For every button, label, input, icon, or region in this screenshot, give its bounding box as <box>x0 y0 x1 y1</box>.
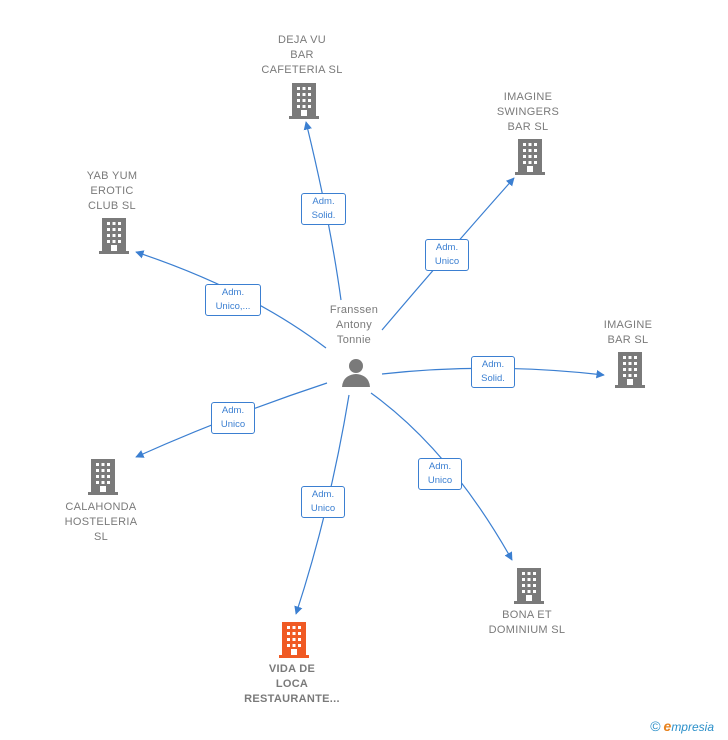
building-icon[interactable] <box>514 568 544 604</box>
edge-label-line: Adm. <box>311 489 335 500</box>
label-line: LOCA <box>275 678 309 690</box>
edge-label-imagine-swingers[interactable]: Adm. Unico <box>425 239 469 271</box>
edge-label-line: Unico,... <box>215 301 251 312</box>
label-line: BAR SL <box>507 121 549 133</box>
edge-label-calahonda[interactable]: Adm. Unico <box>211 402 255 434</box>
center-name-line: Antony <box>335 319 373 331</box>
edge-label-line: Solid. <box>481 373 505 384</box>
company-label-vida[interactable]: VIDA DE LOCA RESTAURANTE... <box>232 662 352 707</box>
edge-label-line: Adm. <box>481 359 505 370</box>
label-line: IMAGINE <box>603 319 653 331</box>
company-label-bona[interactable]: BONA ET DOMINIUM SL <box>467 608 587 638</box>
building-icon[interactable] <box>289 83 319 119</box>
label-line: IMAGINE <box>503 91 553 103</box>
label-line: CLUB SL <box>88 200 136 212</box>
label-line: VIDA DE <box>268 663 316 675</box>
empresia-brand[interactable]: ©empresia <box>650 718 714 734</box>
label-line: YAB YUM <box>86 170 138 182</box>
building-icon-active[interactable] <box>279 622 309 658</box>
label-line: SWINGERS <box>496 106 560 118</box>
label-line: BAR SL <box>607 334 649 346</box>
building-icon[interactable] <box>99 218 129 254</box>
label-line: RESTAURANTE... <box>244 693 340 705</box>
company-label-calahonda[interactable]: CALAHONDA HOSTELERIA SL <box>41 500 161 545</box>
company-label-yabyum[interactable]: YAB YUM EROTIC CLUB SL <box>52 169 172 214</box>
label-line: CAFETERIA SL <box>261 64 343 76</box>
label-line: BAR <box>290 49 314 61</box>
person-icon[interactable] <box>341 357 371 387</box>
edge-label-line: Unico <box>220 419 246 430</box>
center-person-label[interactable]: Franssen Antony Tonnie <box>304 303 404 348</box>
copyright-icon: © <box>650 718 661 734</box>
edge-label-bona[interactable]: Adm. Unico <box>418 458 462 490</box>
brand-name: mpresia <box>671 720 714 734</box>
center-name-line: Franssen <box>329 304 379 316</box>
edge-label-line: Adm. <box>312 196 335 207</box>
edge-label-line: Adm. <box>428 461 452 472</box>
edge-label-line: Adm. <box>221 405 245 416</box>
edge-label-dejavu[interactable]: Adm. Solid. <box>301 193 346 225</box>
edge-label-line: Adm. <box>221 287 245 298</box>
building-icon[interactable] <box>615 352 645 388</box>
brand-e-glyph: e <box>663 718 672 734</box>
label-line: DEJA VU <box>278 34 326 46</box>
company-label-dejavu[interactable]: DEJA VU BAR CAFETERIA SL <box>242 33 362 78</box>
edge-label-yabyum[interactable]: Adm. Unico,... <box>205 284 261 316</box>
edge-label-line: Adm. <box>435 242 459 253</box>
label-line: BONA ET <box>502 609 552 621</box>
edge-label-line: Unico <box>310 503 336 514</box>
edge-label-line: Unico <box>434 256 460 267</box>
company-label-imagine-bar[interactable]: IMAGINE BAR SL <box>568 318 688 348</box>
edge-label-imagine-bar[interactable]: Adm. Solid. <box>471 356 515 388</box>
label-line: HOSTELERIA <box>64 516 138 528</box>
label-line: CALAHONDA <box>65 501 137 513</box>
building-icon[interactable] <box>88 459 118 495</box>
company-label-imagine-swingers[interactable]: IMAGINE SWINGERS BAR SL <box>468 90 588 135</box>
edge-label-line: Unico <box>427 475 453 486</box>
center-name-line: Tonnie <box>336 334 372 346</box>
edge-label-vida[interactable]: Adm. Unico <box>301 486 345 518</box>
building-icon[interactable] <box>515 139 545 175</box>
label-line: EROTIC <box>90 185 134 197</box>
label-line: DOMINIUM SL <box>488 624 566 636</box>
edge-label-line: Solid. <box>311 210 336 221</box>
label-line: SL <box>93 531 109 543</box>
